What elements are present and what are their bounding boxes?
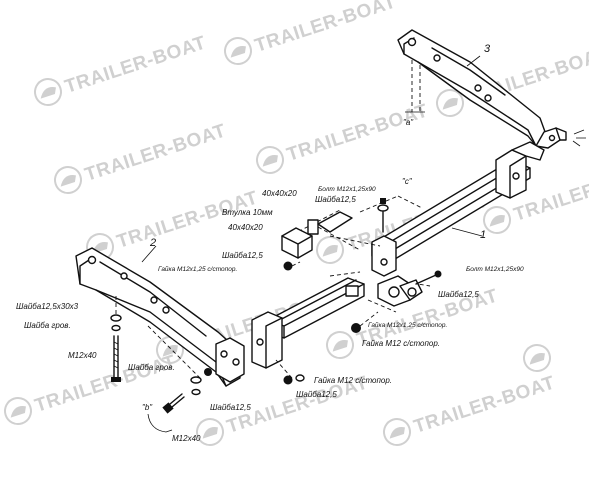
nut-icon — [283, 261, 293, 271]
bolt-right-label: Болт М12х1,25х90 — [466, 266, 524, 273]
grover-washer-icon — [190, 376, 202, 384]
watermark-4: TRAILER-BOAT — [54, 120, 229, 194]
nut-upper-label: Гайка М12х1,25 с/стопор. — [158, 265, 237, 273]
drawbar — [251, 277, 365, 369]
boat-logo-icon — [230, 45, 246, 58]
boat-logo-icon — [489, 214, 505, 227]
watermark-text: TRAILER-BOAT — [82, 120, 228, 185]
bushing-title-label: Втулка 10мм — [222, 208, 273, 217]
bracket-3 — [397, 29, 586, 149]
washer-grover-2-label: Шайба гров. — [128, 363, 175, 372]
washer-icon — [191, 388, 201, 396]
boat-logo-icon — [40, 86, 56, 99]
watermark-text: TRAILER-BOAT — [32, 351, 178, 416]
view-marker-a: "а" — [403, 118, 414, 127]
bolt-m12x40-label: М12х40 — [68, 351, 97, 360]
watermark-text: TRAILER-BOAT — [284, 100, 430, 165]
bolt-head-icon — [162, 402, 174, 414]
part-number-1: 1 — [480, 229, 486, 241]
watermark-text: TRAILER-BOAT — [411, 372, 557, 437]
boat-logo-icon — [60, 174, 76, 187]
hitch-lug — [377, 270, 442, 307]
watermark-2: TRAILER-BOAT — [224, 0, 399, 65]
watermark-14 — [523, 344, 551, 372]
bolt-head-icon — [380, 198, 386, 204]
washer-big-label: Шайба12,5х30х3 — [16, 302, 79, 311]
washer-top-label: Шайба12,5 — [315, 195, 356, 204]
top-bolt-group — [377, 198, 389, 233]
watermark-13: TRAILER-BOAT — [383, 372, 558, 446]
boat-logo-icon — [529, 352, 545, 365]
watermark-1: TRAILER-BOAT — [34, 32, 209, 106]
view-marker-b: "b" — [142, 403, 153, 412]
nut-center-label: Гайка М12 с/стопор. — [362, 339, 440, 348]
watermark-text: TRAILER-BOAT — [62, 32, 208, 97]
bolt-bottom-label: М12х40 — [172, 434, 201, 443]
bushing-size-label-1: 40х40х20 — [262, 189, 297, 198]
view-marker-c: "c" — [402, 177, 413, 186]
bracket-2 — [75, 245, 245, 387]
watermark-text: TRAILER-BOAT — [252, 0, 398, 57]
boat-logo-icon — [262, 154, 278, 167]
main-crossbeam-1 — [371, 141, 545, 277]
center-bushing-block — [281, 211, 361, 259]
washer-icon — [110, 314, 122, 322]
boat-logo-icon — [10, 405, 26, 418]
washer-right-label: Шайба12,5 — [438, 290, 479, 299]
washer-grover-label: Шайба гров. — [24, 321, 71, 330]
lower-left-fastener-stack — [147, 368, 212, 433]
washer-icon — [295, 374, 305, 382]
nut-lower-label: Гайка М12 с/стопор. — [314, 376, 392, 385]
part-number-3: 3 — [484, 43, 491, 55]
washer-lower-label: Шайба12,5 — [296, 390, 337, 399]
boat-logo-icon — [322, 244, 338, 257]
bolt-head-icon — [111, 377, 121, 382]
nut-icon — [351, 323, 361, 333]
watermark-5: TRAILER-BOAT — [256, 100, 431, 174]
washer-icon — [377, 204, 389, 212]
left-fastener-stack — [110, 296, 122, 382]
washer-bottom-label: Шайба12,5 — [210, 403, 251, 412]
boat-logo-icon — [332, 339, 348, 352]
bushing-size-label-2: 40х40х20 — [228, 223, 263, 232]
boat-logo-icon — [202, 426, 218, 439]
center-left-washer-group — [283, 261, 301, 271]
boat-logo-icon — [442, 97, 458, 110]
watermark-layer: TRAILER-BOAT TRAILER-BOAT TRAILER-BOAT T… — [4, 0, 589, 446]
center-nut-group — [351, 311, 379, 333]
nut-icon — [434, 270, 442, 278]
lower-nut-group — [275, 359, 305, 385]
part-number-2: 2 — [149, 237, 156, 249]
nut-icon — [283, 375, 293, 385]
washer-left-label: Шайба12,5 — [222, 251, 263, 260]
watermark-text: TRAILER-BOAT — [114, 187, 260, 252]
boat-logo-icon — [389, 426, 405, 439]
bolt-top-label: Болт М12х1,25х90 — [318, 186, 376, 193]
boat-logo-icon — [162, 344, 178, 357]
nut-icon — [204, 368, 212, 376]
grover-washer-icon — [111, 324, 121, 332]
nut-right-label: Гайка М12х1,25 с/стопор. — [368, 321, 447, 329]
